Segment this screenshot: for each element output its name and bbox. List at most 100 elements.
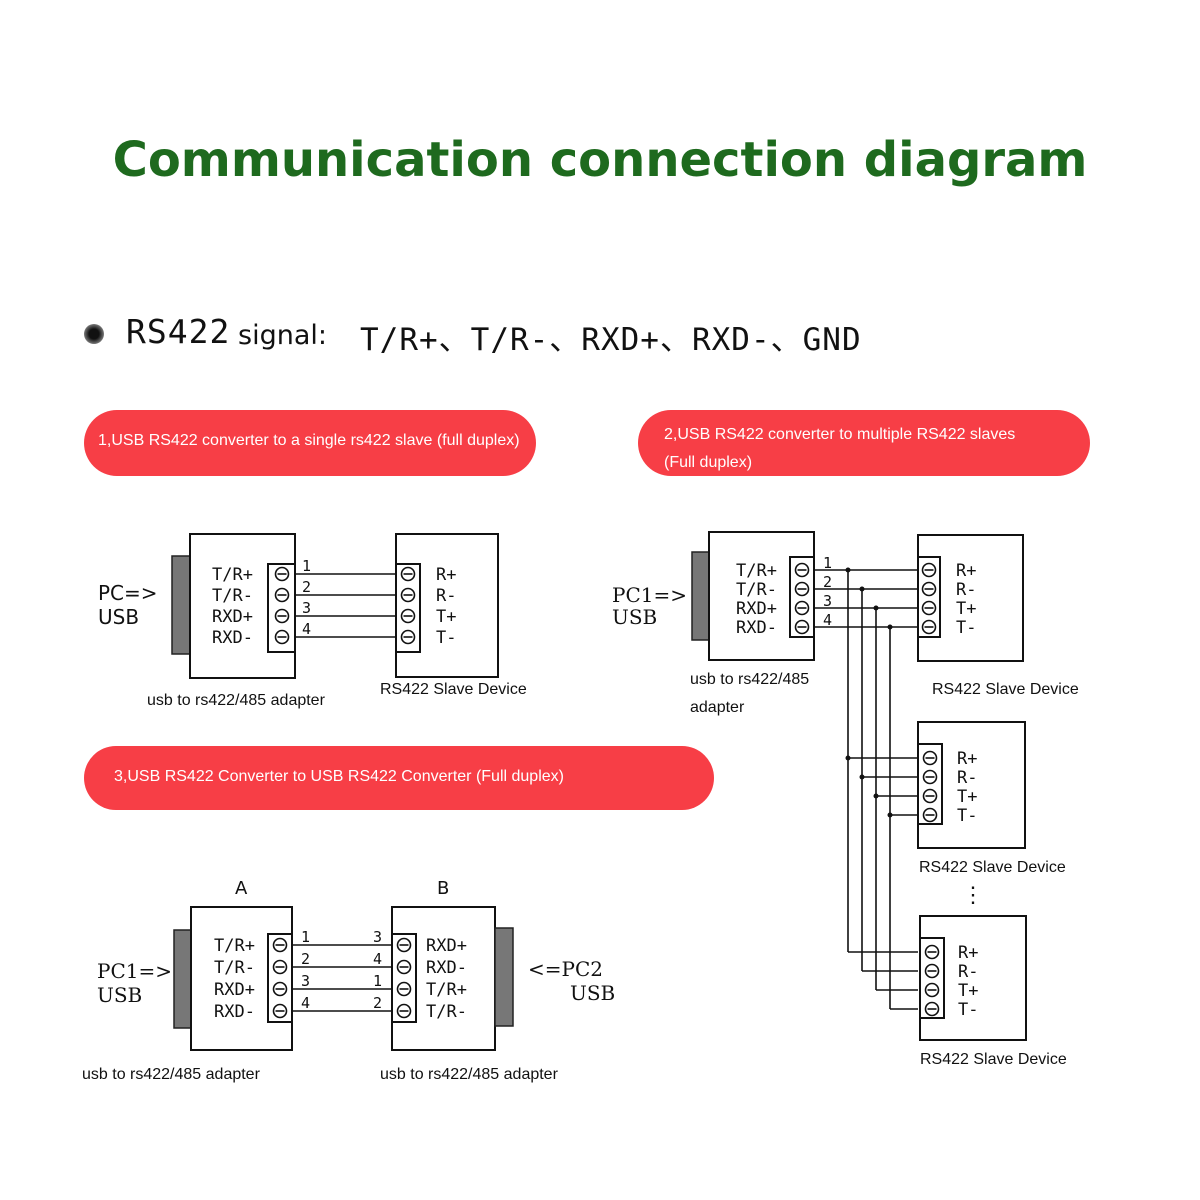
wire-number: 1 bbox=[302, 557, 311, 575]
pin-label: T/R+ bbox=[214, 936, 255, 956]
adapter-b-caption: usb to rs422/485 adapter bbox=[380, 1066, 559, 1083]
adapter-caption-line1: usb to rs422/485 bbox=[690, 671, 809, 688]
wire-number: 4 bbox=[301, 994, 310, 1012]
pin-label: T+ bbox=[436, 607, 456, 627]
pin-label: T/R- bbox=[426, 1002, 467, 1022]
terminal-screw-icon bbox=[921, 562, 937, 578]
slave-caption-3: RS422 Slave Device bbox=[920, 1051, 1067, 1068]
pin-label: T/R+ bbox=[736, 561, 777, 581]
pin-label: T- bbox=[958, 1000, 978, 1020]
wire-number: 4 bbox=[302, 620, 311, 638]
terminal-screw-icon bbox=[922, 750, 938, 766]
junction-dot bbox=[873, 793, 879, 799]
terminal-screw-icon bbox=[922, 807, 938, 823]
junction-dot bbox=[845, 567, 851, 573]
terminal-screw-icon bbox=[274, 629, 290, 645]
terminal-screw-icon bbox=[922, 788, 938, 804]
pin-label: T+ bbox=[958, 981, 978, 1001]
usb-label: USB bbox=[98, 605, 139, 629]
wire-number: 1 bbox=[301, 928, 310, 946]
terminal-screw-icon bbox=[922, 769, 938, 785]
section-2-title-line2: (Full duplex) bbox=[664, 454, 753, 471]
terminal-screw-icon bbox=[921, 600, 937, 616]
pin-label: R- bbox=[958, 962, 978, 982]
usb-plug-icon bbox=[494, 927, 514, 1027]
diagram-3: A B T/R+T/R-RXD+RXD- PC1=> USB RXD+RXD-T… bbox=[82, 878, 615, 1083]
terminal-screw-icon bbox=[274, 587, 290, 603]
pin-label: R+ bbox=[957, 749, 977, 769]
page-title: Communication connection diagram bbox=[112, 132, 1088, 188]
pin-label: T/R- bbox=[736, 580, 777, 600]
section-1-title: 1,USB RS422 converter to a single rs422 … bbox=[98, 432, 520, 449]
usb-label: USB bbox=[570, 981, 615, 1005]
terminal-screw-icon bbox=[924, 944, 940, 960]
diagram-1: T/R+T/R-RXD+RXD- PC=> USB R+R-T+T- 1234 … bbox=[98, 533, 527, 709]
terminal-screw-icon bbox=[921, 581, 937, 597]
pc2-label: <=PC2 bbox=[528, 957, 603, 981]
wire-number: 2 bbox=[373, 994, 382, 1012]
pin-label: RXD+ bbox=[736, 599, 777, 619]
junction-dot bbox=[845, 755, 851, 761]
pin-label: R+ bbox=[956, 561, 976, 581]
slave-caption-1: RS422 Slave Device bbox=[932, 681, 1079, 698]
terminal-screw-icon bbox=[924, 963, 940, 979]
section-2-title-line1: 2,USB RS422 converter to multiple RS422 … bbox=[664, 426, 1016, 443]
terminal-screw-icon bbox=[794, 581, 810, 597]
usb-plug-icon bbox=[173, 929, 193, 1029]
signal-list: T/R+、T/R-、RXD+、RXD-、GND bbox=[360, 322, 862, 358]
section-1-banner: 1,USB RS422 converter to a single rs422 … bbox=[84, 410, 536, 476]
junction-dot bbox=[859, 774, 865, 780]
terminal-screw-icon bbox=[400, 566, 416, 582]
terminal-screw-icon bbox=[272, 959, 288, 975]
signal-label: signal: bbox=[238, 320, 327, 351]
pin-label: RXD- bbox=[212, 628, 253, 648]
terminal-screw-icon bbox=[400, 587, 416, 603]
pin-label: T- bbox=[436, 628, 456, 648]
pin-label: T+ bbox=[956, 599, 976, 619]
pin-label: T/R- bbox=[214, 958, 255, 978]
wire-number: 3 bbox=[823, 592, 832, 610]
wire-number: 4 bbox=[373, 950, 382, 968]
wire-number: 2 bbox=[301, 950, 310, 968]
slave-terminal-block bbox=[917, 556, 941, 638]
pin-label: RXD+ bbox=[426, 936, 467, 956]
junction-dot bbox=[887, 624, 893, 630]
terminal-screw-icon bbox=[274, 608, 290, 624]
pin-label: T- bbox=[956, 618, 976, 638]
pin-label: RXD- bbox=[214, 1002, 255, 1022]
slave-caption-2: RS422 Slave Device bbox=[919, 859, 1066, 876]
slave-caption: RS422 Slave Device bbox=[380, 681, 527, 698]
pin-label: T- bbox=[957, 806, 977, 826]
terminal-screw-icon bbox=[396, 1003, 412, 1019]
pin-label: T+ bbox=[957, 787, 977, 807]
terminal-screw-icon bbox=[396, 981, 412, 997]
pin-label: RXD+ bbox=[212, 607, 253, 627]
pin-label: R+ bbox=[958, 943, 978, 963]
usb-plug-icon bbox=[691, 551, 711, 641]
wire-number: 4 bbox=[823, 611, 832, 629]
usb-label: USB bbox=[97, 983, 142, 1007]
junction-dot bbox=[873, 605, 879, 611]
usb-plug-icon bbox=[171, 555, 191, 655]
pin-label: R- bbox=[956, 580, 976, 600]
ellipsis-icon: ⋮ bbox=[962, 882, 984, 907]
section-2-banner: 2,USB RS422 converter to multiple RS422 … bbox=[638, 410, 1090, 476]
terminal-screw-icon bbox=[921, 619, 937, 635]
terminal-screw-icon bbox=[400, 608, 416, 624]
terminal-screw-icon bbox=[794, 562, 810, 578]
wire-number: 1 bbox=[373, 972, 382, 990]
terminal-screw-icon bbox=[272, 981, 288, 997]
terminal-screw-icon bbox=[794, 619, 810, 635]
wire-number: 3 bbox=[302, 599, 311, 617]
pin-label: RXD- bbox=[736, 618, 777, 638]
wire-number: 2 bbox=[823, 573, 832, 591]
bullet-icon bbox=[84, 324, 104, 344]
pc1-label: PC1=> bbox=[612, 583, 687, 607]
pc-label: PC=> bbox=[98, 581, 158, 605]
adapter-a-label: A bbox=[235, 878, 248, 899]
usb-label: USB bbox=[612, 605, 657, 629]
adapter-a-caption: usb to rs422/485 adapter bbox=[82, 1066, 261, 1083]
wire-number: 3 bbox=[373, 928, 382, 946]
